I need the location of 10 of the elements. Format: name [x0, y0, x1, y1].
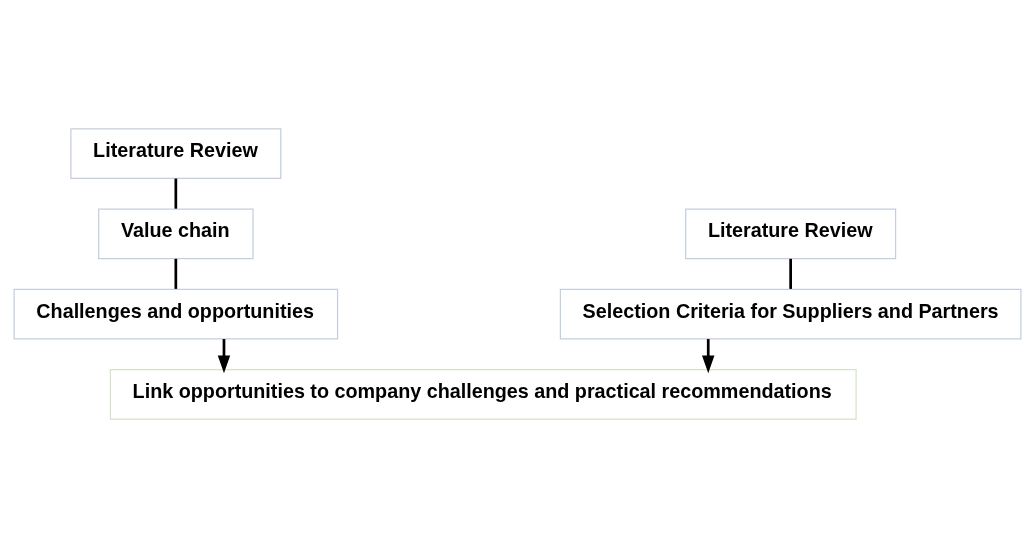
node-box: Link opportunities to company challenges and practical recommendations: [109, 368, 857, 420]
node-box: Literature Review: [685, 208, 897, 259]
node-box: Literature Review: [70, 127, 282, 179]
connector: [174, 178, 178, 209]
node-box: Challenges and opportunities: [13, 288, 339, 339]
connector: [174, 258, 178, 289]
node-box: Value chain: [98, 208, 254, 259]
node-box: Selection Criteria for Suppliers and Partners: [559, 288, 1022, 339]
arrow: [702, 338, 715, 373]
connector: [789, 258, 792, 289]
